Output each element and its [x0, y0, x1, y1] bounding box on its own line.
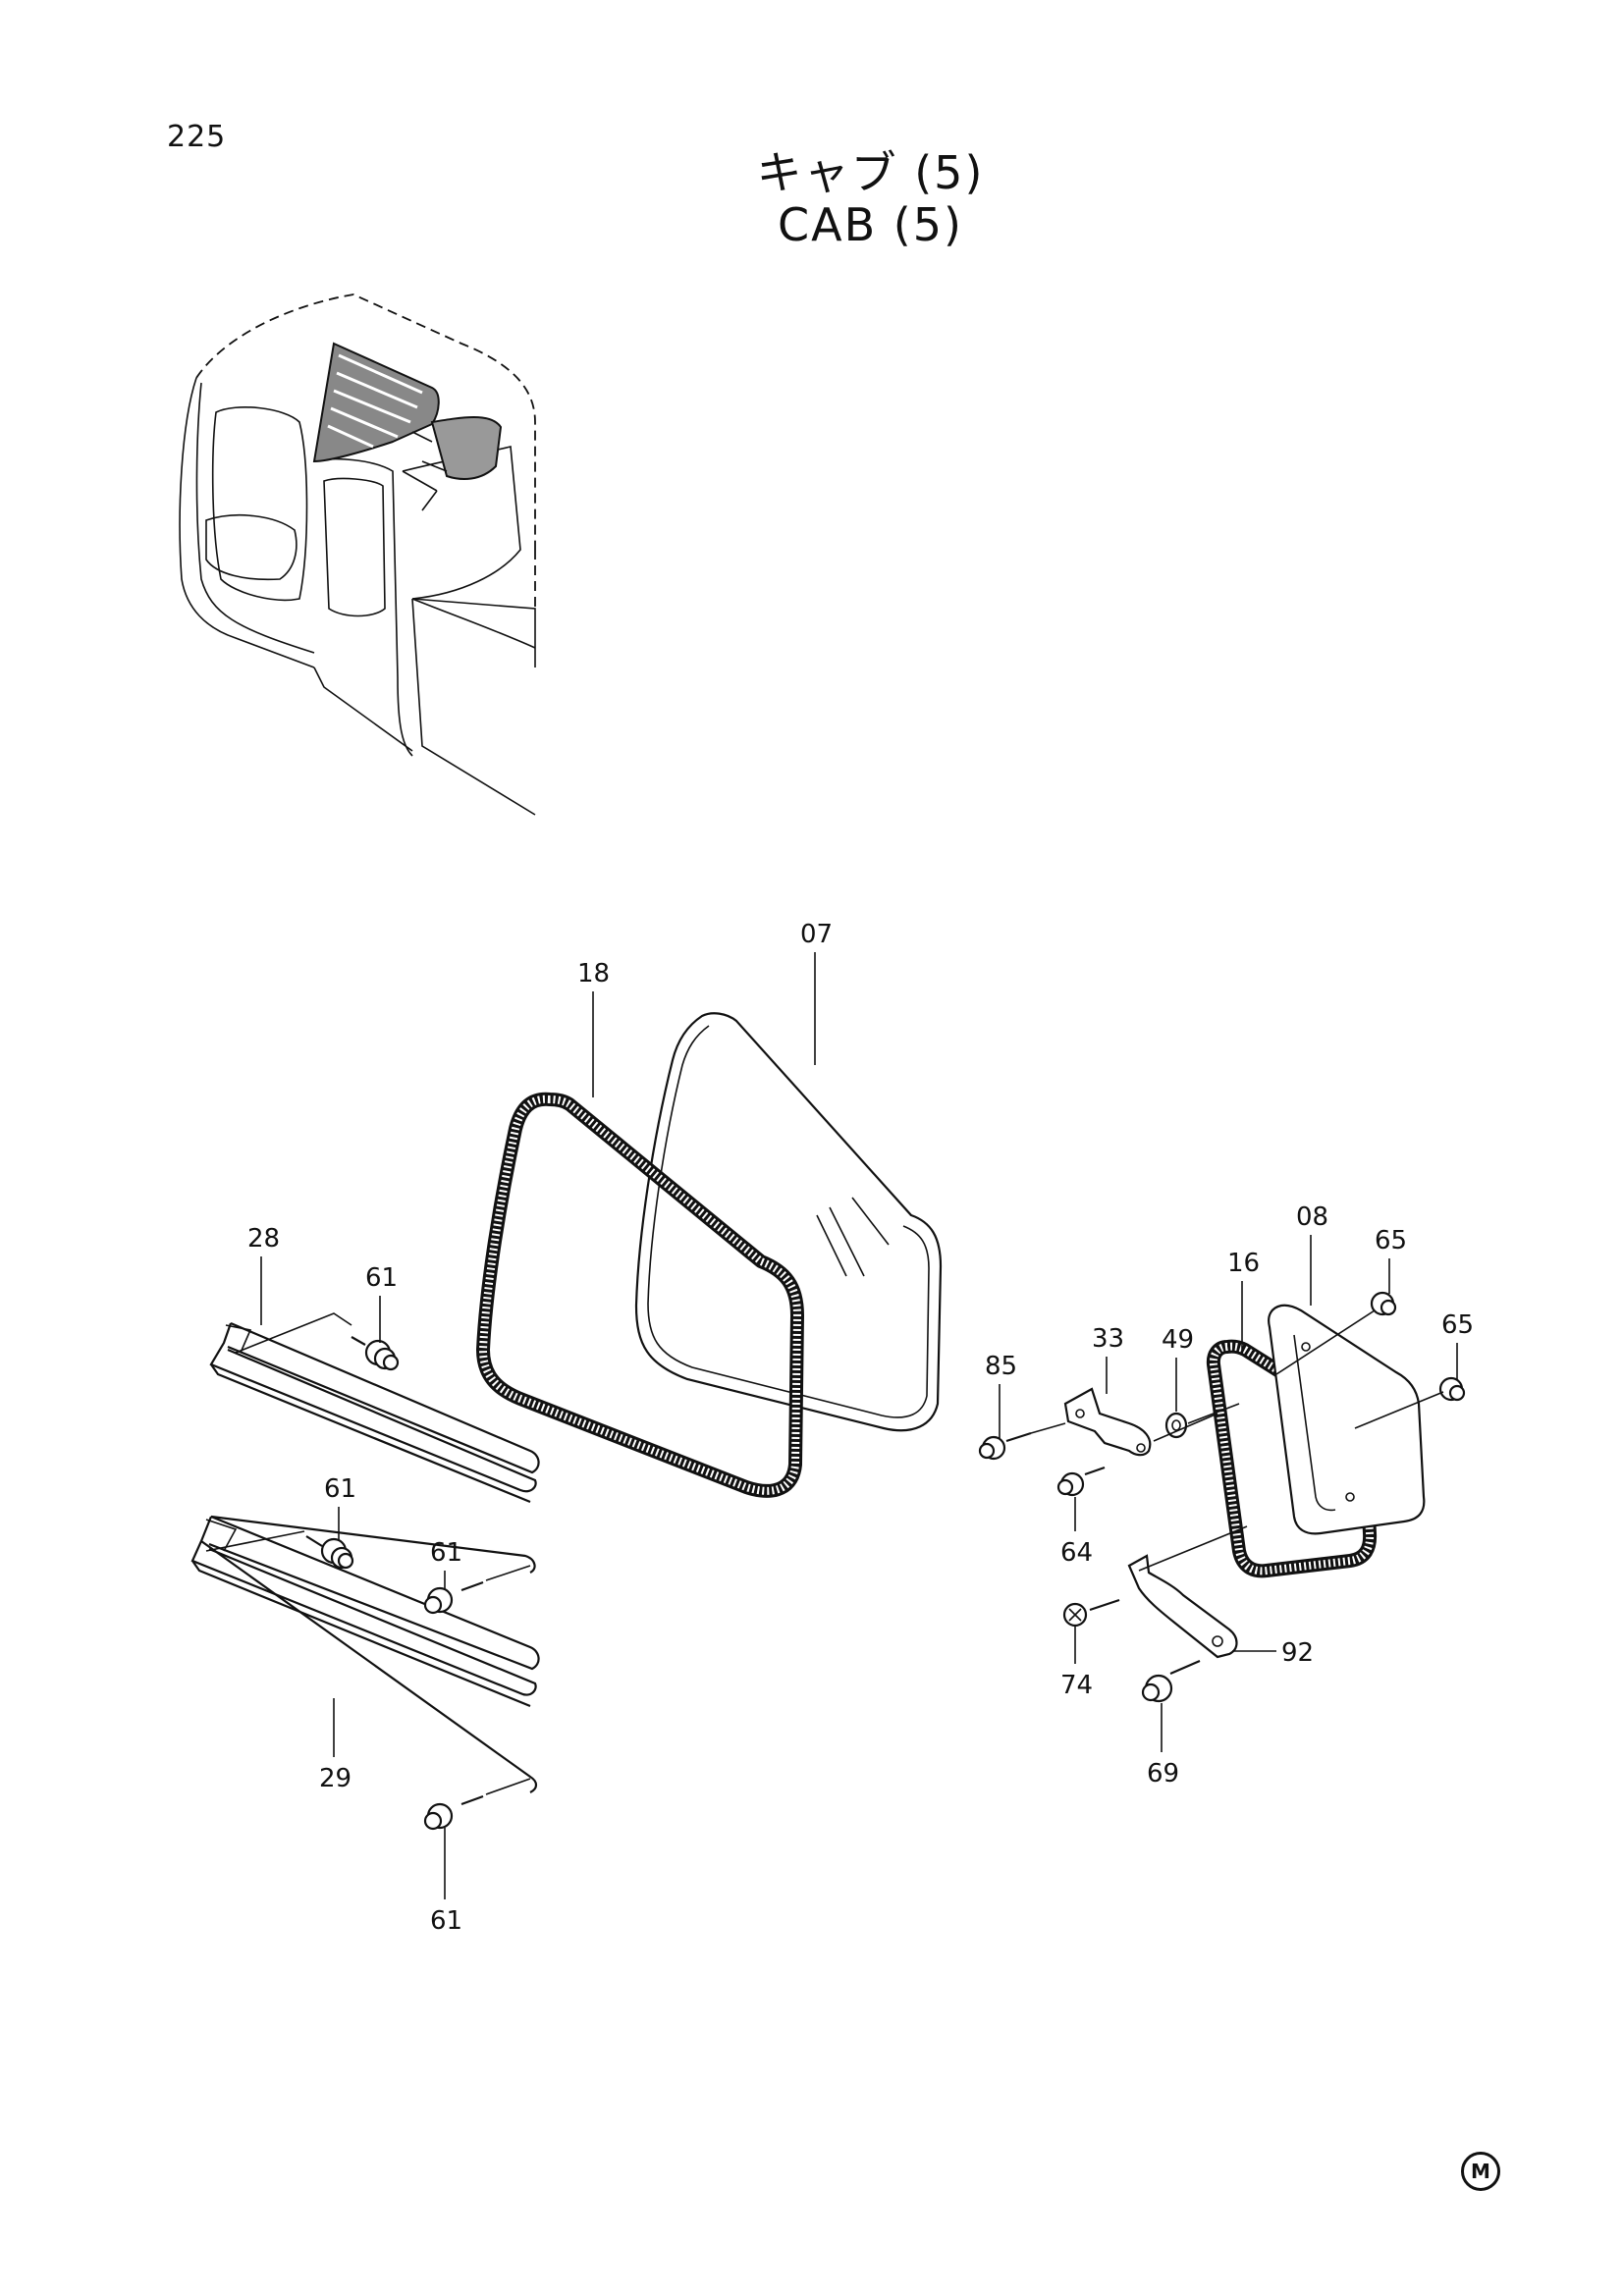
bolt-85 [978, 1431, 1032, 1461]
callout-29: 29 [319, 1764, 352, 1793]
nut-65a [1370, 1291, 1397, 1316]
callout-33: 33 [1092, 1324, 1124, 1354]
callout-92: 92 [1281, 1638, 1314, 1668]
part-07-window-glass [634, 1012, 943, 1432]
callout-61d: 61 [430, 1906, 462, 1936]
leader-lines [260, 952, 1458, 1899]
callout-74: 74 [1060, 1671, 1093, 1700]
callout-28: 28 [247, 1224, 280, 1254]
callout-61c: 61 [430, 1538, 462, 1568]
manufacturer-mark: M [1461, 2152, 1500, 2191]
callout-65a: 65 [1375, 1226, 1407, 1255]
callout-61b: 61 [324, 1474, 356, 1504]
fastener-bolts [305, 1291, 1466, 1831]
callout-69: 69 [1147, 1759, 1179, 1789]
bolt-61c [423, 1580, 484, 1615]
bolt-69 [1141, 1659, 1201, 1703]
part-08-small-window-glass [1268, 1304, 1426, 1535]
cab-overview-illustration [179, 294, 536, 816]
part-33-upper-bracket [1063, 1387, 1152, 1457]
page-title-japanese: キャブ (5) [756, 146, 985, 199]
page-number: 225 [167, 120, 227, 154]
nut-65b [1438, 1376, 1466, 1402]
bolt-61d [423, 1794, 484, 1831]
washer-49 [1164, 1412, 1188, 1439]
callout-labels: 07 18 28 61 61 61 29 61 08 65 65 16 33 4… [247, 920, 1474, 1936]
part-16-small-weatherstrip [1206, 1339, 1378, 1578]
callout-85: 85 [985, 1352, 1017, 1381]
callout-18: 18 [577, 959, 610, 988]
callout-64: 64 [1060, 1538, 1093, 1568]
callout-07: 07 [800, 920, 833, 949]
page-title-english: CAB (5) [778, 198, 963, 251]
callout-49: 49 [1162, 1325, 1194, 1355]
callout-61a: 61 [365, 1263, 398, 1293]
screw-74 [1062, 1598, 1120, 1628]
bolt-64 [1056, 1466, 1106, 1497]
callout-16: 16 [1227, 1249, 1260, 1278]
bolt-61b [305, 1535, 354, 1570]
part-29-lower-frame [190, 1515, 540, 1793]
part-18-weatherstrip [476, 1092, 804, 1498]
part-28-upper-frame [209, 1321, 540, 1504]
callout-65b: 65 [1441, 1310, 1474, 1340]
part-92-lower-bracket [1127, 1554, 1238, 1659]
bolt-61a [351, 1336, 400, 1371]
assembly-lines [205, 1309, 1444, 1795]
callout-08: 08 [1296, 1202, 1328, 1232]
